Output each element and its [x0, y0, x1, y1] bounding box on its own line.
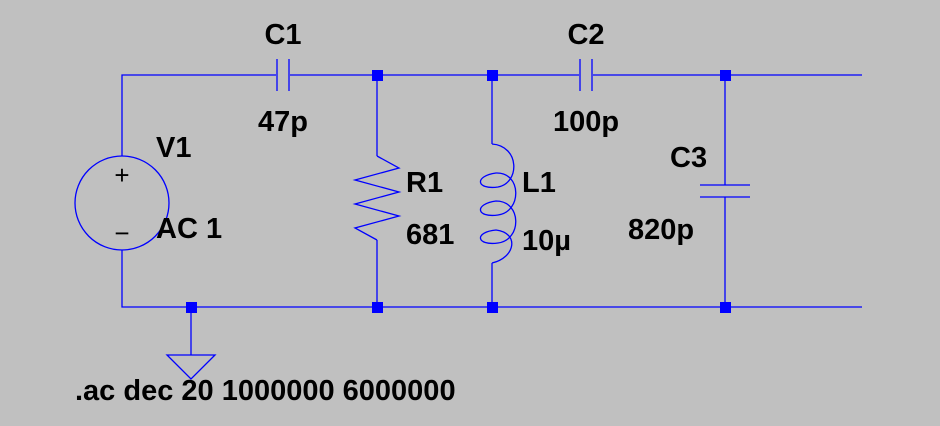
c2-value-label: 100p [553, 106, 619, 138]
junction-dot [720, 302, 731, 313]
l1-coil [479, 143, 517, 264]
wire-bottom-left [121, 250, 862, 308]
r1-value-label: 681 [406, 219, 454, 251]
r1-resistor[interactable] [352, 155, 402, 241]
l1-value-label: 10µ [522, 225, 571, 257]
v1-source[interactable]: + − [74, 155, 170, 251]
v1-plus-symbol: + [114, 160, 129, 190]
c3-capacitor[interactable] [700, 184, 750, 198]
junction-dot [487, 70, 498, 81]
l1-inductor[interactable] [479, 143, 517, 264]
r1-zigzag [352, 155, 402, 241]
ground-symbol [165, 354, 217, 380]
junction-dot [720, 70, 731, 81]
v1-minus-symbol: − [114, 218, 129, 248]
junction-dot [186, 302, 197, 313]
r1-ref-label: R1 [406, 167, 443, 199]
c1-value-label: 47p [258, 106, 308, 138]
c2-ref-label: C2 [567, 19, 604, 51]
junction-dot [372, 70, 383, 81]
c3-ref-label: C3 [670, 142, 707, 174]
c1-capacitor[interactable] [276, 59, 290, 91]
c3-value-label: 820p [628, 214, 694, 246]
junction-dot [487, 302, 498, 313]
spice-directive[interactable]: .ac dec 20 1000000 6000000 [75, 375, 456, 407]
v1-ref-label: V1 [156, 132, 191, 164]
v1-value-label: AC 1 [156, 213, 222, 245]
ground-triangle [165, 354, 217, 380]
labels: C1 47p C2 100p C3 820p V1 AC 1 R1 681 L1… [75, 19, 707, 407]
c2-capacitor[interactable] [579, 59, 593, 91]
c1-ref-label: C1 [264, 19, 301, 51]
junctions [186, 70, 731, 313]
l1-ref-label: L1 [522, 167, 556, 199]
wire-top-left [121, 74, 276, 156]
v1-source-circle [74, 155, 170, 251]
junction-dot [372, 302, 383, 313]
